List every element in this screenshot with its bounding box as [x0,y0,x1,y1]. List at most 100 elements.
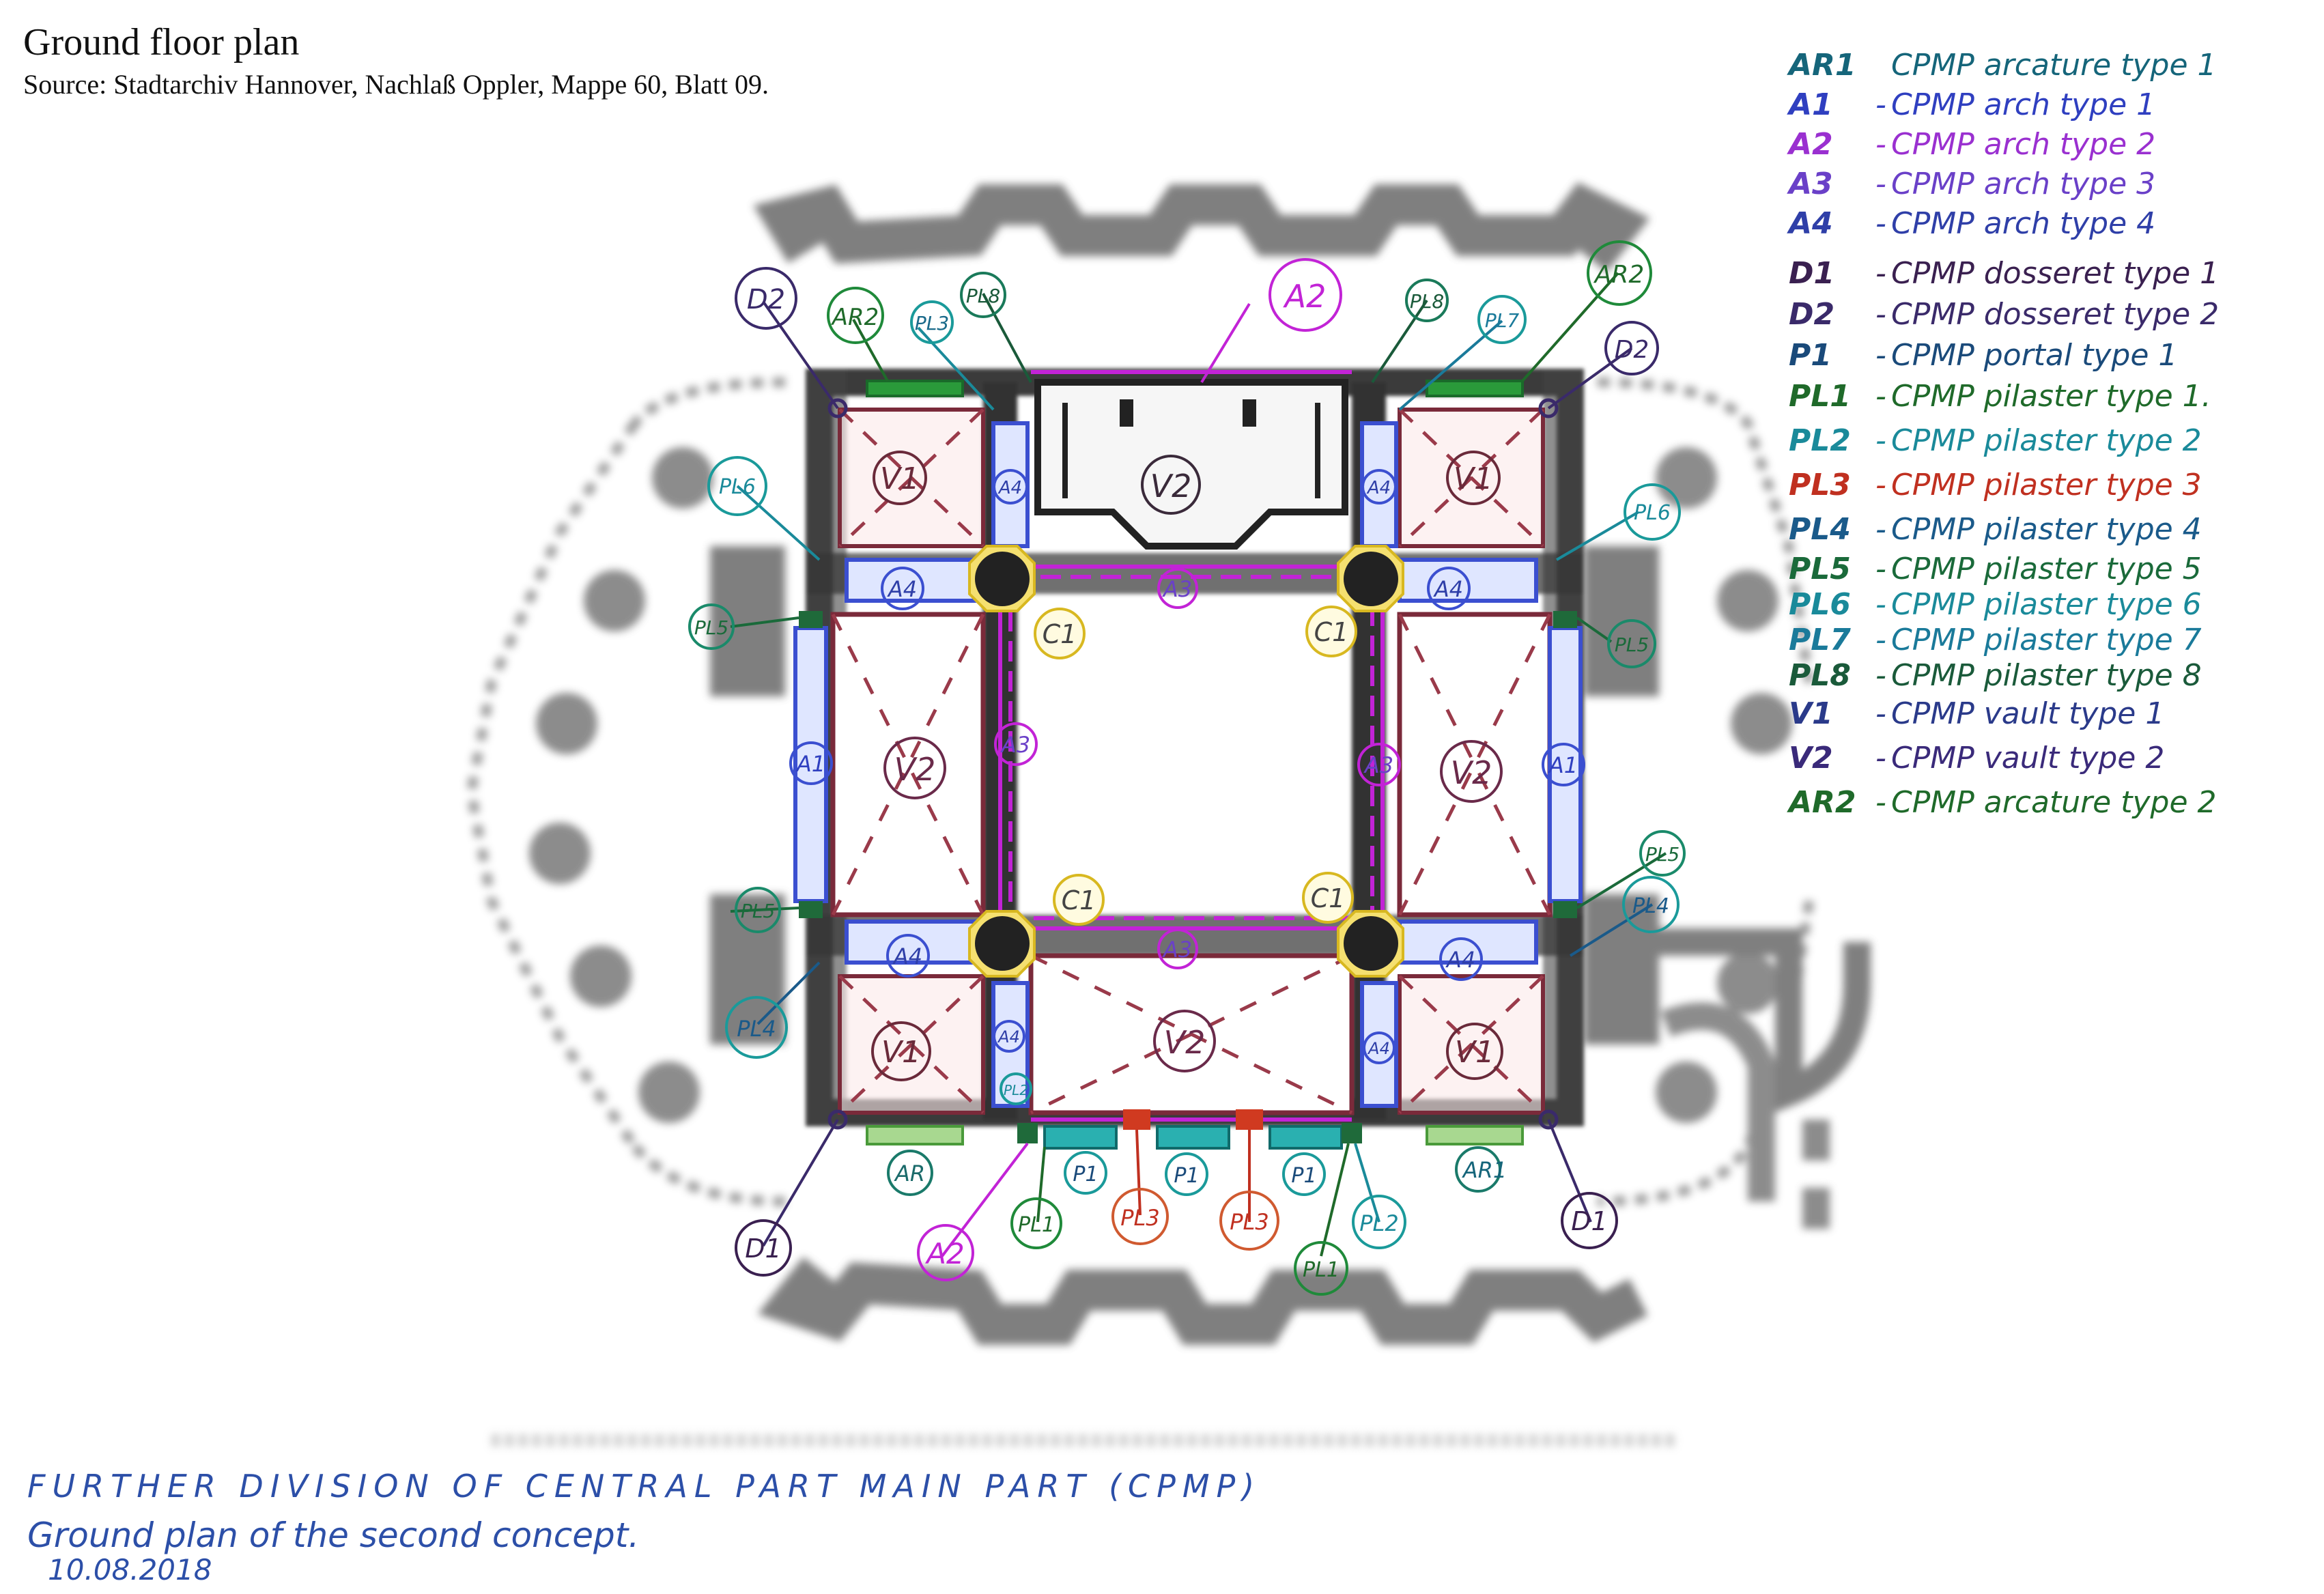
label-a2: A2 [917,1224,974,1281]
label-a4-text: A4 [887,576,917,602]
legend-dash: - [1875,552,1886,586]
label-pl8-text: PL8 [1410,290,1444,313]
legend-item: A3-CPMP arch type 3 [1789,167,2155,201]
label-ar-text: AR [894,1161,925,1186]
label-pl6: PL6 [1624,483,1681,541]
legend-item: AR2-CPMP arcature type 2 [1789,785,2217,820]
label-ar2-text: AR2 [831,304,879,331]
legend-text: CPMP dosseret type 2 [1891,297,2220,332]
label-pl3: PL3 [1111,1188,1169,1245]
legend-dash: - [1875,338,1886,373]
legend-code: PL8 [1789,658,1851,693]
label-a4: A4 [1427,567,1471,610]
label-p1: P1 [1282,1152,1326,1196]
label-v2: V2 [883,737,946,799]
label-a3-text: A3 [1363,752,1393,778]
label-c1: C1 [1034,608,1086,659]
legend-item: PL7-CPMP pilaster type 7 [1789,623,2202,657]
label-a4-text: A4 [997,478,1022,498]
label-pl8: PL8 [1405,279,1449,322]
label-c1-text: C1 [1314,617,1349,647]
label-d2-text: D2 [747,284,785,315]
legend-item: A1-CPMP arch type 1 [1789,87,2155,122]
legend-dash: - [1875,127,1886,162]
label-d2: D2 [735,267,797,330]
footer-date: 10.08.2018 [48,1553,212,1586]
label-p1: P1 [1165,1152,1208,1196]
label-v2-text: V2 [894,751,936,788]
footer-heading: FURTHER DIVISION OF CENTRAL PART MAIN PA… [27,1468,1262,1505]
label-pl2: PL2 [1000,1072,1032,1105]
legend-item: PL2-CPMP pilaster type 2 [1789,423,2202,458]
legend-text: CPMP arcature type 2 [1891,785,2217,820]
label-pl3-text: PL3 [1230,1209,1269,1235]
label-v1: V1 [1446,451,1501,505]
label-pl3: PL3 [1219,1191,1279,1251]
legend-dash: - [1875,206,1886,241]
legend-code: AR1 [1789,48,1856,83]
label-a4: A4 [1363,1031,1395,1064]
arcatures [866,380,1524,1145]
outer-building-outline [466,182,1871,1447]
legend-text: CPMP pilaster type 2 [1891,423,2202,458]
column [968,545,1036,612]
label-a4-text: A4 [1366,478,1391,498]
label-v2: V2 [1153,1010,1216,1072]
label-c1-text: C1 [1062,885,1096,915]
legend-item: PL8-CPMP pilaster type 8 [1789,658,2202,693]
label-a1-text: A1 [1548,752,1578,778]
page-title: Ground floor plan [23,21,300,63]
legend-code: A2 [1789,127,1833,162]
legend-dash: - [1875,623,1886,657]
label-d2: D2 [1604,321,1659,375]
label-a3: A3 [1157,928,1198,969]
legend-dash: - [1875,256,1886,291]
label-a1: A1 [789,741,833,785]
label-a4: A4 [886,934,930,978]
label-pl6-text: PL6 [1634,501,1671,525]
legend-item: PL6-CPMP pilaster type 6 [1789,587,2202,622]
label-ar1-text: AR1 [1462,1157,1507,1183]
legend-text: CPMP vault type 1 [1891,696,2165,731]
source-caption: Source: Stadtarchiv Hannover, Nachlaß Op… [23,69,769,100]
legend-dash: - [1875,87,1886,122]
label-pl5-text: PL5 [1615,634,1649,656]
column [1337,910,1404,978]
legend-item: AR1 CPMP arcature type 1 [1789,48,2217,83]
legend-item: A4-CPMP arch type 4 [1789,206,2155,241]
label-c1: C1 [1302,872,1354,924]
label-v2: V2 [1141,455,1201,515]
vault-v1-diagonals [838,408,1544,1114]
label-pl8: PL8 [960,272,1006,318]
legend-item: D1-CPMP dosseret type 1 [1789,256,2219,291]
label-pl7: PL7 [1477,295,1527,344]
callouts: V1 V1 V1 V1 V2 V2 V2 V2 A2 A2 A3 A3 A3 A… [688,240,1686,1296]
label-v1-text: V1 [1454,461,1493,496]
legend-text: CPMP pilaster type 8 [1891,658,2202,693]
label-v2: V2 [1440,740,1503,803]
label-a2-text: A2 [1283,278,1327,315]
dosserets [827,398,1559,1130]
label-a3-text: A3 [1000,732,1030,758]
legend-dash: - [1875,468,1886,502]
label-a4-text: A4 [892,943,922,969]
portals-p1 [1043,1125,1343,1150]
label-pl5: PL5 [1639,830,1686,877]
label-p1-text: P1 [1174,1164,1199,1188]
label-pl2-text: PL2 [1359,1210,1398,1236]
label-pl5-text: PL5 [1645,843,1680,866]
legend-code: D1 [1789,256,1835,291]
label-a4: A4 [1361,469,1397,504]
label-v2-text: V2 [1150,468,1192,504]
label-a4: A4 [1439,937,1483,981]
legend-text: CPMP arch type 2 [1891,127,2156,162]
label-v2-text: V2 [1164,1024,1206,1061]
legend-dash: - [1875,785,1886,820]
label-pl1-text: PL1 [1303,1258,1340,1282]
legend-text: CPMP arcature type 1 [1891,48,2217,83]
legend-item: V2-CPMP vault type 2 [1789,741,2164,775]
legend-dash: - [1875,167,1886,201]
label-p1: P1 [1064,1151,1107,1195]
legend-code: PL1 [1789,379,1851,414]
